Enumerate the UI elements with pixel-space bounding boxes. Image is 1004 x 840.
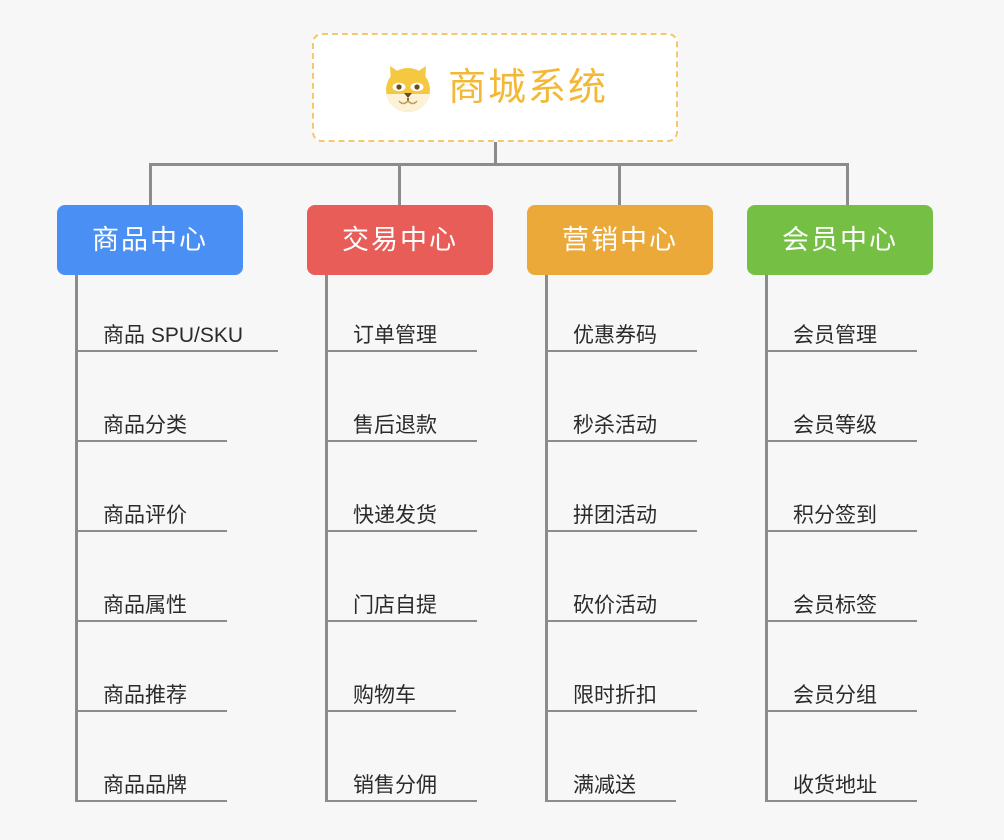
- leaf-underline: [75, 440, 227, 442]
- leaf-underline: [325, 800, 477, 802]
- leaf-label: 商品评价: [103, 504, 187, 527]
- leaf-underline: [325, 620, 477, 622]
- leaf-label: 满减送: [573, 774, 636, 797]
- leaf-label: 砍价活动: [573, 594, 657, 617]
- leaf-underline: [765, 440, 917, 442]
- leaf-label: 订单管理: [353, 324, 437, 347]
- branch-header-1[interactable]: 商品中心: [57, 205, 243, 275]
- leaf-label: 商品属性: [103, 594, 187, 617]
- leaf-label: 门店自提: [353, 594, 437, 617]
- branch-spine-4: [765, 275, 768, 802]
- leaf-underline: [325, 710, 456, 712]
- leaf-label: 商品品牌: [103, 774, 187, 797]
- branch-label-2: 交易中心: [342, 224, 458, 255]
- branch-drop-line-1: [149, 163, 152, 205]
- leaf-underline: [545, 530, 697, 532]
- leaf-label: 快递发货: [353, 504, 437, 527]
- leaf-underline: [75, 620, 227, 622]
- leaf-label: 会员等级: [793, 414, 877, 437]
- leaf-label: 秒杀活动: [573, 414, 657, 437]
- leaf-underline: [545, 350, 697, 352]
- leaf-label: 拼团活动: [573, 504, 657, 527]
- branch-label-1: 商品中心: [92, 224, 208, 255]
- leaf-underline: [765, 710, 917, 712]
- leaf-underline: [325, 440, 477, 442]
- leaf-label: 积分签到: [793, 504, 877, 527]
- leaf-underline: [765, 530, 917, 532]
- leaf-underline: [75, 350, 278, 352]
- leaf-underline: [75, 800, 227, 802]
- branch-spine-2: [325, 275, 328, 802]
- branch-bus-line: [149, 163, 849, 166]
- branch-spine-1: [75, 275, 78, 802]
- branch-label-3: 营销中心: [562, 224, 678, 255]
- root-node[interactable]: 商城系统: [312, 33, 678, 142]
- leaf-underline: [545, 710, 697, 712]
- branch-header-4[interactable]: 会员中心: [747, 205, 933, 275]
- branch-label-4: 会员中心: [782, 224, 898, 255]
- leaf-label: 会员管理: [793, 324, 877, 347]
- leaf-label: 商品 SPU/SKU: [103, 324, 244, 347]
- leaf-label: 会员分组: [793, 684, 877, 707]
- leaf-underline: [325, 530, 477, 532]
- leaf-label: 商品分类: [103, 414, 187, 437]
- branch-header-3[interactable]: 营销中心: [527, 205, 713, 275]
- shiba-dog-icon: [382, 62, 434, 114]
- branch-spine-3: [545, 275, 548, 802]
- leaf-label: 售后退款: [353, 414, 437, 437]
- leaf-underline: [545, 800, 676, 802]
- leaf-label: 收货地址: [793, 774, 877, 797]
- leaf-underline: [765, 620, 917, 622]
- branch-drop-line-4: [846, 163, 849, 205]
- leaf-underline: [325, 350, 477, 352]
- leaf-underline: [545, 620, 697, 622]
- leaf-label: 销售分佣: [353, 774, 437, 797]
- leaf-underline: [75, 530, 227, 532]
- leaf-underline: [765, 350, 917, 352]
- branch-drop-line-2: [398, 163, 401, 205]
- branch-drop-line-3: [618, 163, 621, 205]
- leaf-label: 购物车: [353, 684, 416, 707]
- leaf-label: 限时折扣: [573, 684, 657, 707]
- branch-header-2[interactable]: 交易中心: [307, 205, 493, 275]
- leaf-label: 会员标签: [793, 594, 877, 617]
- leaf-label: 优惠券码: [573, 324, 657, 347]
- leaf-underline: [75, 710, 227, 712]
- leaf-underline: [765, 800, 917, 802]
- root-title: 商城系统: [447, 66, 608, 109]
- leaf-label: 商品推荐: [103, 684, 187, 707]
- leaf-underline: [545, 440, 697, 442]
- root-stem-line: [494, 142, 497, 165]
